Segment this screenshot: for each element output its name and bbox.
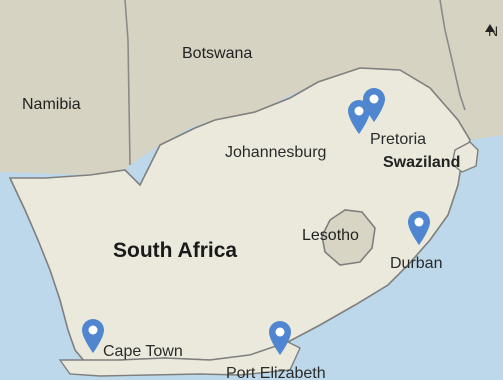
neighbor-land [0, 0, 503, 175]
map-pin-icon [348, 100, 370, 134]
label-botswana: Botswana [182, 45, 253, 62]
pin-pretoria[interactable] [361, 87, 387, 123]
map-pin-icon [269, 321, 291, 355]
label-namibia: Namibia [22, 96, 81, 113]
pin-port-elizabeth[interactable] [267, 320, 293, 356]
namibia-botswana-border [124, 0, 131, 166]
pin-johannesburg[interactable] [346, 99, 372, 135]
mozambique-border [439, 0, 466, 111]
label-port-elizabeth: Port Elizabeth [226, 365, 326, 380]
north-arrow-icon [485, 24, 495, 32]
map-pin-icon [408, 211, 430, 245]
label-johannesburg: Johannesburg [225, 144, 327, 161]
southern-coast-strip [58, 341, 301, 377]
swaziland-area [451, 141, 479, 173]
compass: N [485, 24, 501, 38]
label-swaziland: Swaziland [383, 154, 461, 171]
lesotho-area [321, 209, 376, 266]
south-africa-land [8, 67, 471, 363]
label-pretoria: Pretoria [370, 131, 427, 148]
label-lesotho: Lesotho [302, 227, 359, 244]
pin-durban[interactable] [406, 210, 432, 246]
label-south-africa: South Africa [113, 239, 238, 262]
label-cape-town: Cape Town [103, 343, 183, 360]
map-pin-icon [82, 319, 104, 353]
map-pin-icon [363, 88, 385, 122]
label-durban: Durban [390, 255, 443, 272]
pin-cape-town[interactable] [80, 318, 106, 354]
